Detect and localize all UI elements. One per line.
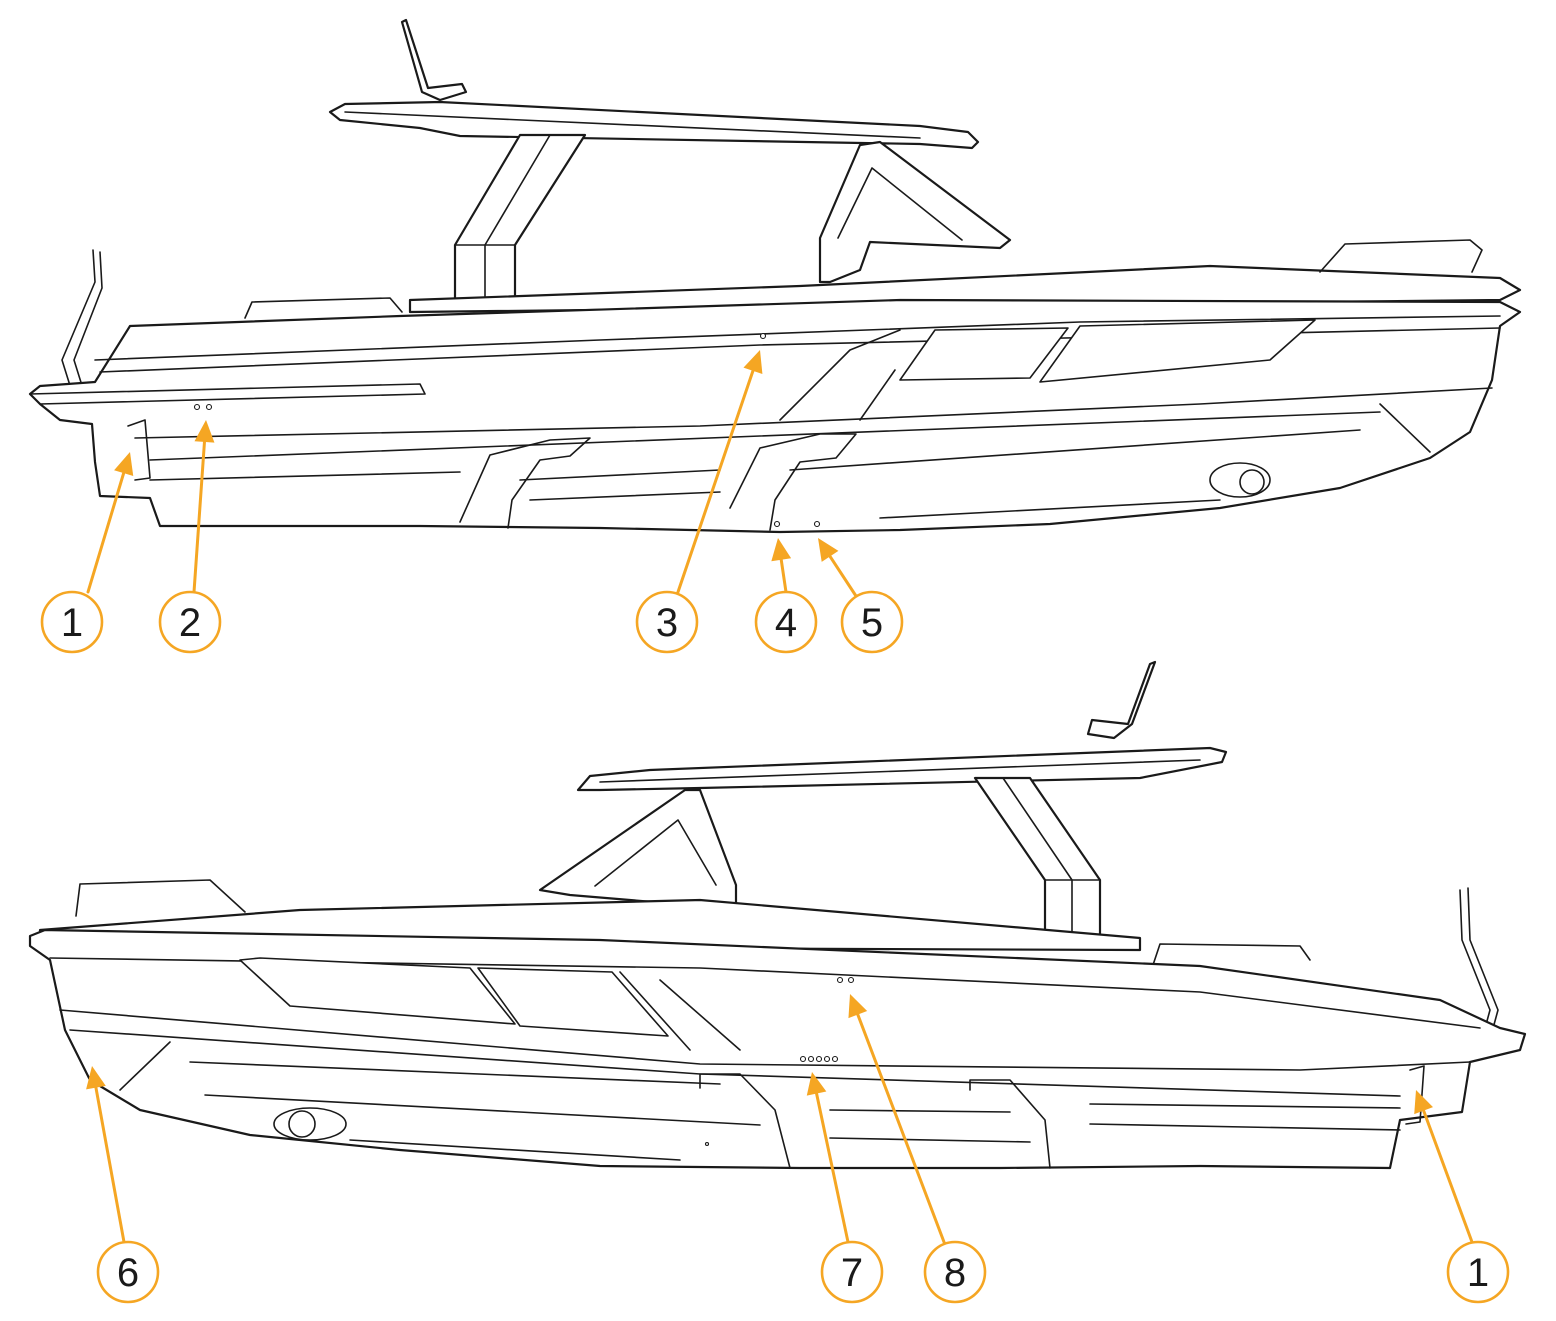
callout-number: 4 <box>775 601 797 645</box>
hull-window-fwd-bottom <box>239 957 516 1025</box>
hull-window-fwd <box>1039 319 1316 383</box>
callout-arrow-shaft <box>815 1092 850 1244</box>
callout-arrow-shaft <box>94 1086 126 1244</box>
callout-circle <box>840 590 904 654</box>
callout-6: 6 <box>86 1066 160 1304</box>
callout-circle <box>96 1240 160 1304</box>
callout-number: 5 <box>861 601 883 645</box>
callout-circle <box>754 590 818 654</box>
callout-arrow-shaft <box>86 471 126 594</box>
callout-arrow-shaft <box>1422 1109 1474 1244</box>
boat-side-view-bottom <box>28 660 1527 1170</box>
hull-window-aft <box>899 327 1069 381</box>
t-top-roof-bottom <box>576 746 1228 792</box>
antenna-bottom <box>1086 660 1157 740</box>
callout-arrow-shaft <box>779 558 788 594</box>
callout-circle <box>1446 1240 1510 1304</box>
callout-1: 1 <box>40 452 134 654</box>
callout-arrow-shaft <box>192 440 206 594</box>
callout-circle <box>158 590 222 654</box>
callout-number: 1 <box>61 601 83 645</box>
t-top-roof <box>328 100 980 150</box>
bow-rail-bottom <box>75 879 246 917</box>
callout-arrowhead <box>114 452 134 476</box>
callout-circle <box>635 590 699 654</box>
callout-4: 4 <box>754 538 818 654</box>
callout-1: 1 <box>1414 1090 1510 1304</box>
callout-7: 7 <box>806 1072 884 1304</box>
callouts: 1 2 3 4 5 6 7 8 1 <box>40 350 1510 1304</box>
callout-arrowhead <box>743 350 763 375</box>
hull-window-aft-bottom <box>477 967 669 1037</box>
callout-number: 6 <box>117 1251 139 1295</box>
t-top-aft-legs <box>453 133 587 302</box>
callout-number: 8 <box>944 1251 966 1295</box>
callout-arrow-shaft <box>856 1013 946 1244</box>
callout-circle <box>40 590 104 654</box>
callout-3: 3 <box>635 350 763 654</box>
callout-number: 1 <box>1467 1251 1489 1295</box>
callout-number: 7 <box>841 1251 863 1295</box>
callout-arrow-shaft <box>828 554 858 598</box>
callout-number: 3 <box>656 601 678 645</box>
callout-arrowhead <box>194 420 215 443</box>
stern-rail-bottom <box>1151 943 1311 969</box>
callout-arrowhead <box>86 1066 106 1090</box>
callout-5: 5 <box>818 538 904 654</box>
boat-side-view-top <box>28 18 1522 534</box>
callout-arrowhead <box>771 538 792 562</box>
callout-arrowhead <box>848 994 868 1019</box>
stern-rail <box>244 297 403 319</box>
callout-arrowhead <box>818 538 839 562</box>
callout-2: 2 <box>158 420 222 654</box>
callout-8: 8 <box>848 994 987 1304</box>
t-top-aft-legs-bottom <box>973 776 1102 940</box>
callout-arrowhead <box>1414 1090 1433 1115</box>
callout-number: 2 <box>179 601 201 645</box>
windscreen-frame <box>818 140 1012 284</box>
callout-arrow-shaft <box>676 369 755 594</box>
callout-circle <box>820 1240 884 1304</box>
antenna <box>400 18 468 102</box>
bow-rail <box>1319 239 1483 273</box>
callout-arrowhead <box>806 1072 827 1096</box>
callout-circle <box>923 1240 987 1304</box>
